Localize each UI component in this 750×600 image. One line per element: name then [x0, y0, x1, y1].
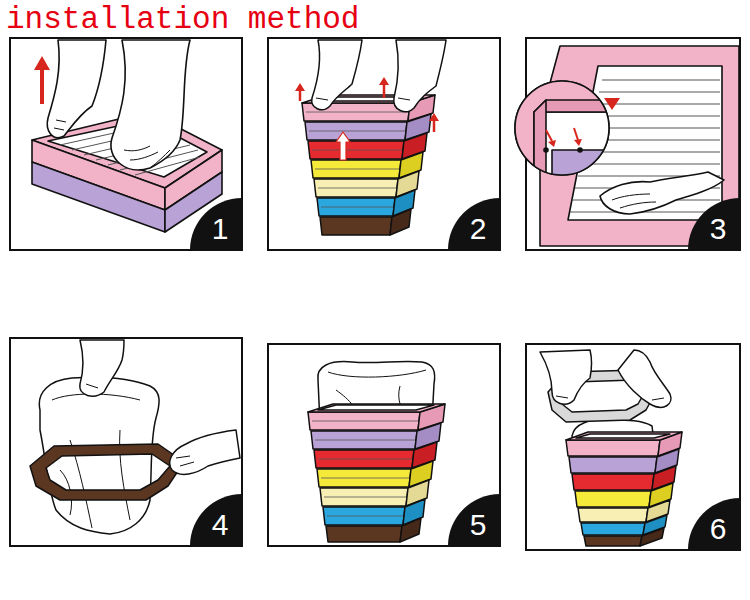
step-number: 3: [710, 213, 727, 245]
step-number: 5: [470, 509, 487, 541]
step-number: 2: [470, 213, 487, 245]
step-2-figure: [295, 40, 446, 235]
step-number: 4: [212, 509, 229, 541]
step-number: 6: [710, 513, 727, 545]
step-1-figure: [32, 40, 222, 232]
step-5-figure: [308, 361, 445, 542]
step-6-figure: [540, 350, 682, 546]
step-number: 1: [212, 213, 229, 245]
page-title: installation method: [6, 2, 359, 38]
panel-frames: [10, 38, 740, 550]
step-badges: [190, 198, 740, 550]
step-4-figure: [30, 340, 240, 534]
